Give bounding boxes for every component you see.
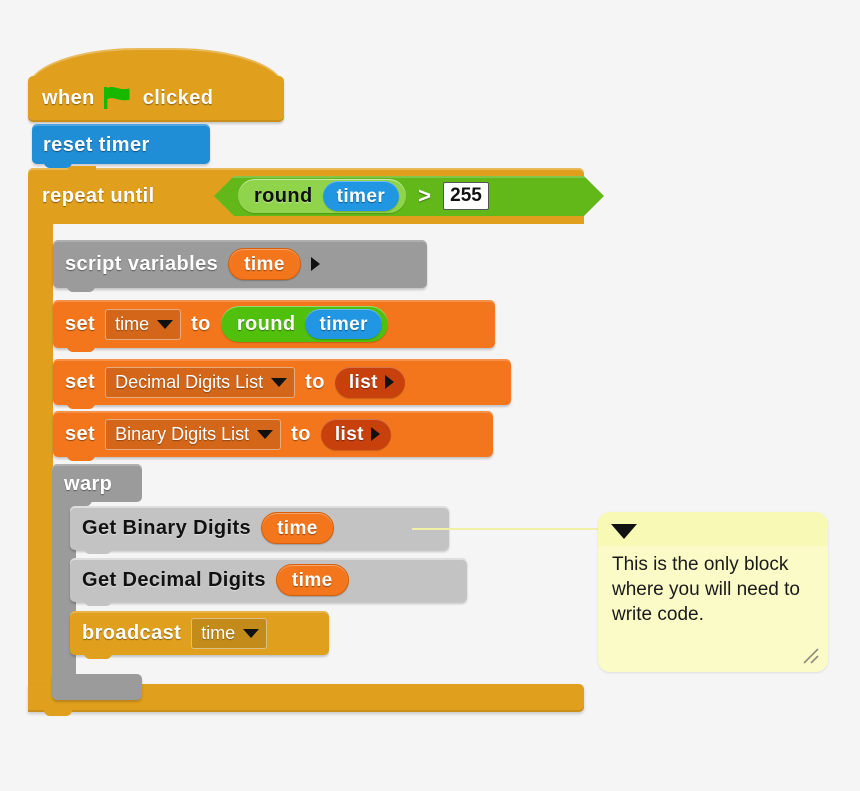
- repeat-until-left-arm: [28, 224, 53, 684]
- repeat-until-bottom-notch: [44, 708, 72, 716]
- clicked-label: clicked: [142, 87, 214, 109]
- right-arrow-icon-2[interactable]: [384, 375, 394, 389]
- broadcast-notch: [84, 651, 112, 659]
- argument-time-binary[interactable]: time: [261, 512, 334, 544]
- decimal-list-target-value: Decimal Digits List: [115, 372, 264, 392]
- warp-header: [52, 464, 142, 502]
- timer-label-2: timer: [319, 313, 368, 335]
- warp-bottom-notch: [64, 674, 92, 682]
- warp-notch: [64, 498, 92, 506]
- get-decimal-digits-label: Get Decimal Digits: [82, 569, 266, 591]
- broadcast-label: broadcast: [82, 622, 182, 644]
- round-label-2: round: [236, 313, 296, 335]
- reporter-list-2[interactable]: list: [320, 418, 391, 450]
- set-time-target-value: time: [115, 314, 150, 334]
- argument-time-binary-label: time: [277, 517, 318, 539]
- set-time-notch: [67, 344, 95, 352]
- to-label: to: [191, 313, 211, 335]
- block-set-decimal-digits-list[interactable]: set Decimal Digits List to list: [53, 359, 511, 405]
- right-arrow-icon-3[interactable]: [370, 427, 380, 441]
- right-arrow-icon[interactable]: [310, 257, 320, 271]
- block-script-variables[interactable]: script variables time: [53, 240, 427, 288]
- comment-connector-line: [412, 528, 602, 530]
- set-label: set: [65, 313, 96, 335]
- variable-time-declaration[interactable]: time: [228, 248, 301, 280]
- green-flag-icon: [103, 86, 134, 110]
- decimal-list-target-dropdown[interactable]: Decimal Digits List: [105, 366, 296, 398]
- set-time-target-dropdown[interactable]: time: [105, 308, 182, 340]
- set-label-2: set: [65, 371, 96, 393]
- script-variables-notch: [67, 284, 95, 292]
- get-binary-digits-label: Get Binary Digits: [82, 517, 252, 539]
- hat-block-body: [28, 76, 284, 122]
- argument-time-decimal-label: time: [291, 569, 333, 591]
- variable-timer[interactable]: timer: [322, 181, 400, 211]
- threshold-input[interactable]: 255: [442, 182, 489, 210]
- resize-handle-icon[interactable]: [801, 646, 821, 666]
- set-label-3: set: [65, 423, 96, 445]
- get-decimal-notch: [84, 598, 112, 606]
- hat-block-when-green-flag-clicked[interactable]: when clicked: [28, 48, 284, 174]
- binary-list-target-value: Binary Digits List: [115, 424, 250, 444]
- comment-text: This is the only block where you will ne…: [612, 554, 800, 626]
- chevron-down-icon[interactable]: [157, 319, 174, 329]
- chevron-down-icon-3[interactable]: [257, 429, 274, 439]
- chevron-down-icon-4[interactable]: [243, 628, 260, 638]
- reporter-round-timer[interactable]: round timer: [220, 306, 388, 342]
- argument-time-decimal[interactable]: time: [275, 564, 349, 596]
- timer-label: timer: [336, 185, 386, 207]
- predicate-contents: round timer > 255: [214, 176, 628, 216]
- block-set-time[interactable]: set time to round timer: [53, 300, 495, 348]
- hat-block-row: when clicked: [42, 86, 213, 110]
- set-decimal-notch: [67, 401, 95, 409]
- chevron-down-icon-2[interactable]: [271, 377, 288, 387]
- block-set-binary-digits-list[interactable]: set Binary Digits List to list: [53, 411, 493, 457]
- block-broadcast[interactable]: broadcast time: [70, 611, 329, 655]
- round-label: round: [254, 185, 313, 207]
- comment-bubble[interactable]: This is the only block where you will ne…: [598, 512, 828, 672]
- reset-timer-notch: [44, 160, 72, 168]
- binary-list-target-dropdown[interactable]: Binary Digits List: [105, 418, 282, 450]
- to-label-3: to: [291, 423, 311, 445]
- script-variables-label: script variables: [65, 253, 219, 275]
- get-binary-notch: [84, 546, 112, 554]
- warp-label: warp: [64, 473, 113, 495]
- variable-timer-2[interactable]: timer: [305, 309, 382, 339]
- list-label-1: list: [348, 371, 378, 393]
- reset-timer-label: reset timer: [43, 134, 150, 156]
- reporter-round[interactable]: round timer: [238, 179, 407, 213]
- script-variable-name: time: [244, 253, 285, 275]
- list-label-2: list: [334, 423, 364, 445]
- hat-block-notch: [68, 166, 96, 174]
- repeat-until-label: repeat until: [42, 185, 155, 207]
- broadcast-message-dropdown[interactable]: time: [191, 617, 268, 649]
- reporter-list-1[interactable]: list: [334, 366, 405, 398]
- block-get-decimal-digits[interactable]: Get Decimal Digits time: [70, 558, 467, 602]
- block-reset-timer[interactable]: reset timer: [32, 124, 210, 164]
- greater-than-symbol: >: [418, 183, 431, 208]
- triangle-down-icon[interactable]: [611, 524, 637, 539]
- to-label-2: to: [305, 371, 325, 393]
- when-label: when: [42, 87, 95, 109]
- broadcast-message-value: time: [201, 623, 236, 643]
- block-get-binary-digits[interactable]: Get Binary Digits time: [70, 506, 449, 550]
- set-binary-notch: [67, 453, 95, 461]
